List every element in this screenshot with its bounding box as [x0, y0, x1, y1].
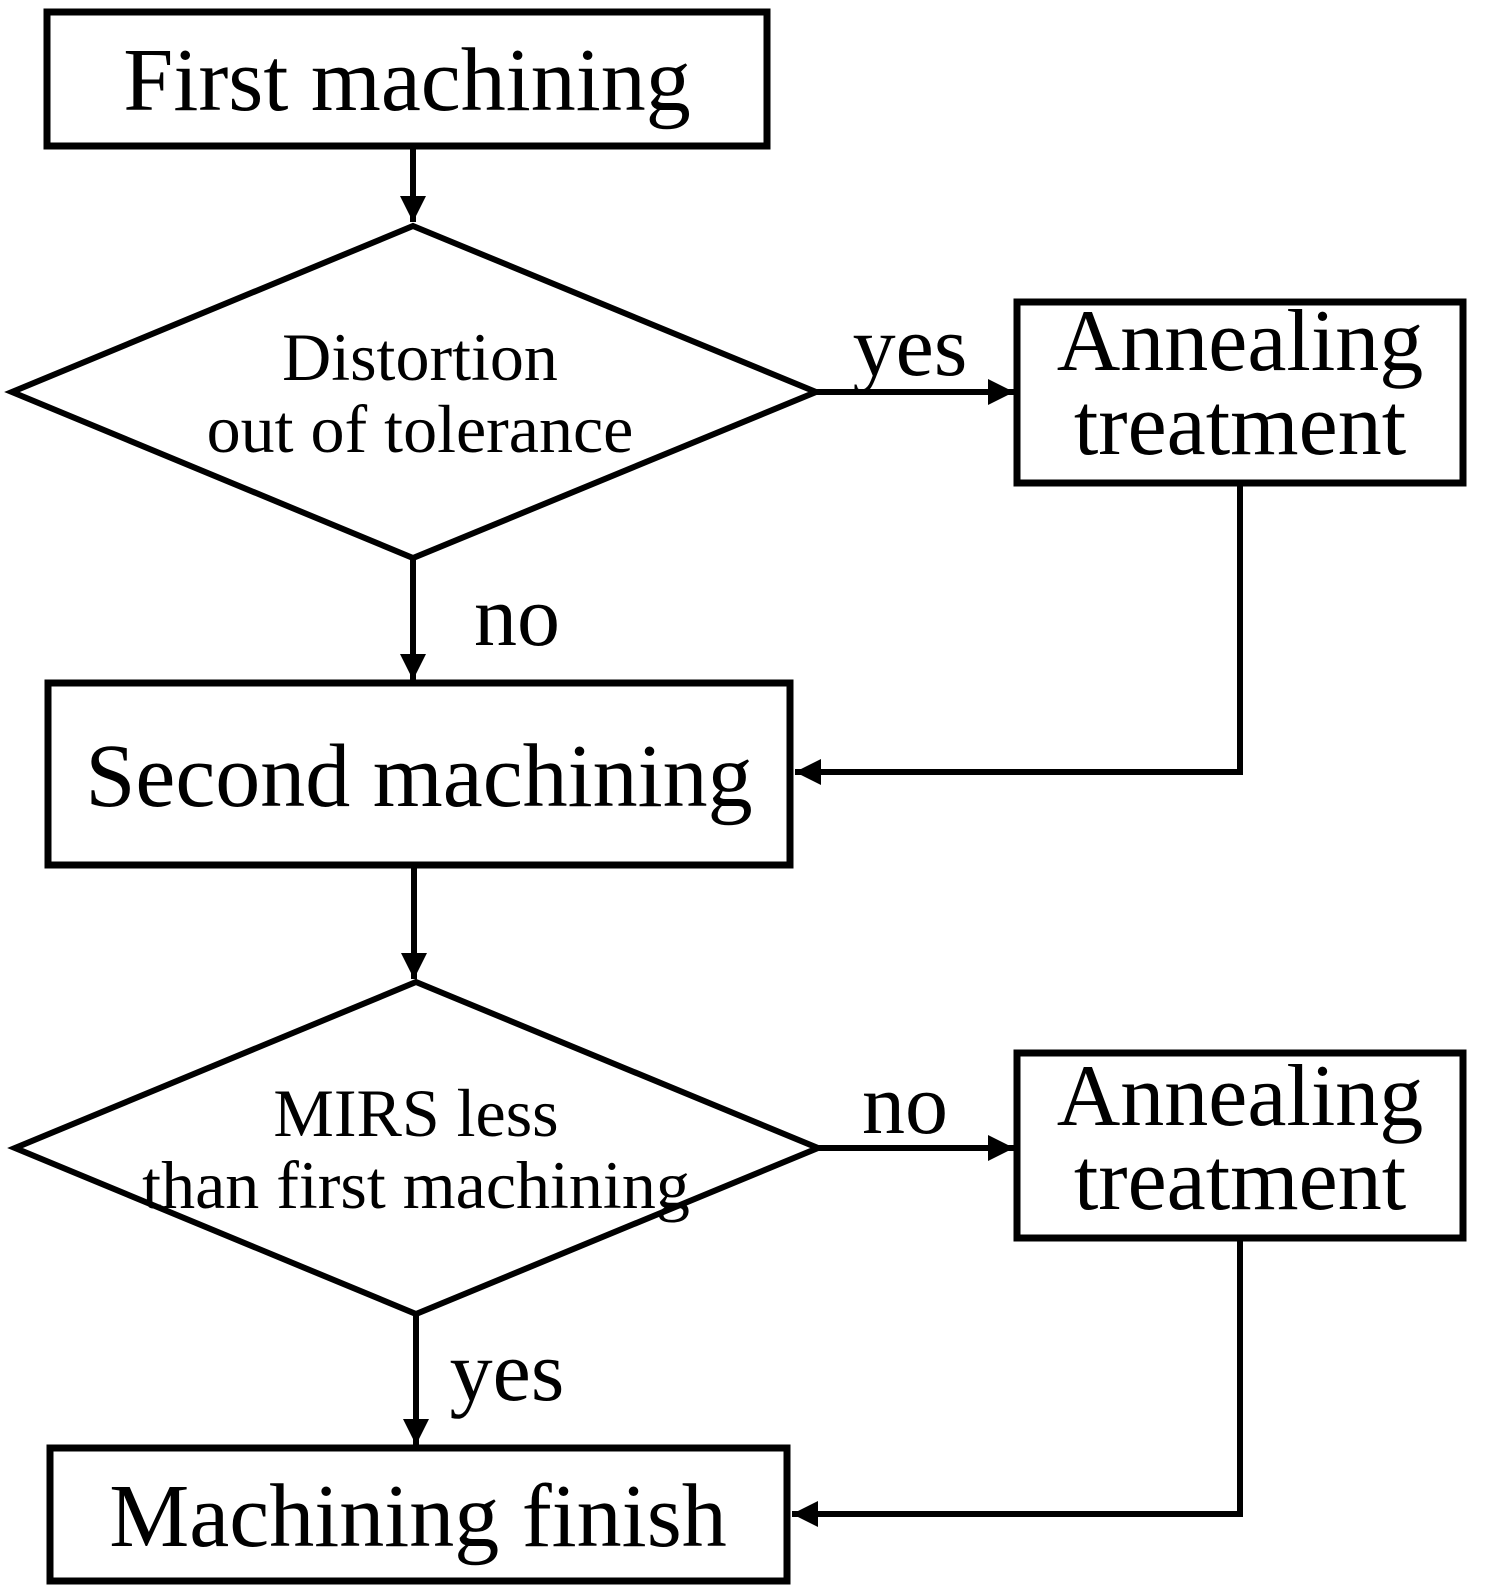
annealing-bottom-label-line1: Annealing [1057, 1048, 1424, 1145]
annealing-top-box [1013, 298, 1467, 487]
mirs-decision-diamond [7, 978, 826, 1318]
distortion-no-label: no [474, 568, 560, 664]
first-machining-label: First machining [123, 31, 690, 130]
edge-annealing-bottom-to-finish [792, 1237, 1243, 1527]
annealing-bottom-label-line2: treatment [1074, 1132, 1406, 1229]
first-machining-box [43, 8, 771, 150]
edge-annealing-top-to-second [795, 482, 1243, 785]
mirs-yes-label: yes [450, 1323, 565, 1419]
distortion-yes-label: yes [853, 298, 968, 394]
mirs-no-label: no [862, 1056, 948, 1152]
machining-finish-label: Machining finish [109, 1467, 726, 1566]
annealing-bottom-box [1013, 1049, 1467, 1242]
annealing-top-label-line2: treatment [1074, 377, 1406, 474]
mirs-decision-label-line2: than first machining [142, 1147, 690, 1223]
distortion-decision-label-line1: Distortion [282, 319, 558, 395]
mirs-decision-label-line1: MIRS less [273, 1075, 558, 1151]
annealing-top-label-line1: Annealing [1057, 293, 1424, 390]
second-machining-box [44, 679, 794, 869]
second-machining-label: Second machining [85, 727, 752, 826]
distortion-decision-label-line2: out of tolerance [207, 391, 634, 467]
distortion-decision-diamond [4, 222, 824, 562]
machining-finish-box [46, 1444, 791, 1585]
